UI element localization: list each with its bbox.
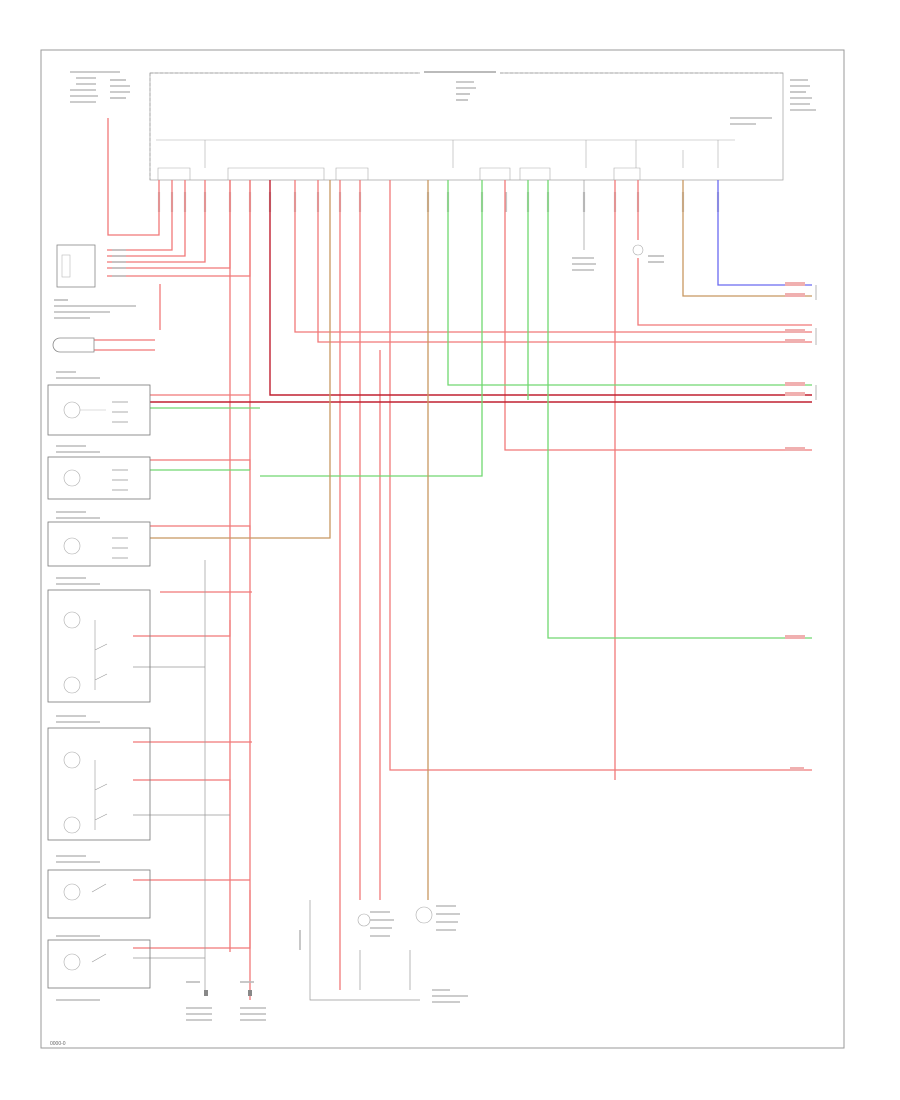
wire-set-gray: [133, 180, 817, 1001]
wire-set-red: [94, 118, 812, 1000]
wire-set-green: [150, 180, 812, 639]
lamp-module-4: [47, 577, 151, 703]
bottom-center-components: [299, 905, 468, 1003]
lamp-module-5: [47, 715, 151, 841]
ground-symbols: [186, 981, 266, 1021]
lamp-module-3: [47, 511, 151, 567]
lamp-module-6: [47, 855, 151, 919]
lamp-module-7: [47, 935, 151, 1001]
central-module: [149, 68, 784, 181]
top-right-label-block: [790, 79, 816, 111]
right-wire-labels: [785, 282, 805, 771]
connector-pin-labels: [157, 192, 720, 212]
wire-set-blue: [717, 180, 812, 286]
lamp-module-2: [47, 445, 151, 500]
left-connector-block: [52, 244, 136, 353]
top-left-label-block: [70, 71, 130, 103]
page-id: 0000-0: [50, 1041, 66, 1047]
lamp-module-1: [47, 371, 151, 436]
wire-set-tan: [150, 180, 812, 900]
wire-set-dark-red: [150, 180, 812, 403]
inline-component: [572, 244, 664, 271]
diagram-frame: [40, 49, 845, 1049]
